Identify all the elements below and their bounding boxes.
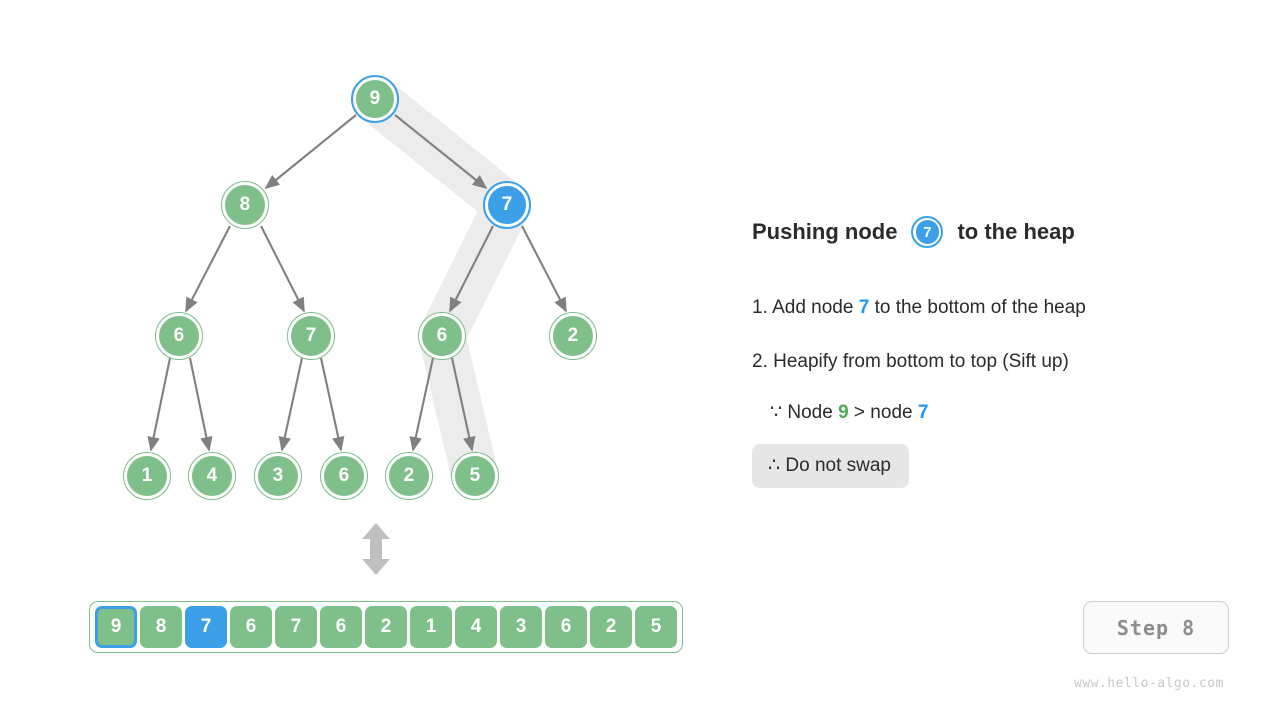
node-fill [291, 316, 331, 356]
array-cell[interactable]: 1 [410, 606, 452, 648]
tree-edge [521, 225, 567, 313]
step-indicator: Step 8 [1083, 601, 1229, 654]
tree-node-label: 8 [239, 194, 251, 215]
node-fill [159, 316, 199, 356]
tree-edge [185, 225, 231, 313]
tree-edge [409, 357, 435, 452]
therefore-symbol: ∴ [768, 455, 781, 476]
tree-edge [319, 357, 345, 452]
array-cell[interactable]: 6 [320, 606, 362, 648]
tree-node-label: 6 [173, 325, 185, 346]
tree-node-label: 9 [369, 88, 381, 109]
node-fill [553, 316, 593, 356]
tree-edge [450, 357, 476, 452]
tree-node-label: 6 [338, 465, 350, 486]
array-cell[interactable]: 7 [275, 606, 317, 648]
tree-node-label: 3 [272, 465, 284, 486]
tree-node[interactable]: 6 [418, 312, 466, 360]
badge-fill [915, 220, 940, 244]
node-fill [455, 456, 495, 496]
instruction-step-1: 1. Add node 7 to the bottom of the heap [752, 297, 1252, 319]
title-prefix: Pushing node [752, 219, 898, 244]
node-fill [488, 186, 526, 224]
site-watermark: www.hello-algo.com [1074, 676, 1224, 691]
reason-middle: > node [848, 402, 918, 423]
tree-node[interactable]: 6 [155, 312, 203, 360]
step1-prefix: 1. Add node [752, 297, 859, 318]
step1-value: 7 [858, 297, 870, 318]
tree-edge [394, 114, 488, 190]
binary-tree-panel: 9 8 7 6 7 6 2 1 [0, 0, 740, 600]
array-cell[interactable]: 4 [455, 606, 497, 648]
tree-edge [260, 225, 305, 313]
node-fill [356, 80, 394, 118]
tree-node-label: 4 [206, 465, 218, 486]
node-fill [422, 316, 462, 356]
conclusion-chip: ∴ Do not swap [752, 444, 909, 488]
node-fill [225, 185, 265, 225]
tree-edge [449, 225, 494, 313]
node-fill [127, 456, 167, 496]
badge-label: 7 [923, 223, 932, 241]
instruction-step-2: 2. Heapify from bottom to top (Sift up) [752, 351, 1069, 372]
tree-node-leaf[interactable]: 4 [188, 452, 236, 500]
node-badge: 7 [911, 216, 944, 248]
tree-edge [264, 114, 357, 190]
tree-node-label: 7 [501, 194, 513, 215]
tree-edge [188, 357, 213, 452]
tree-node-leaf[interactable]: 6 [320, 452, 368, 500]
tree-node-label: 7 [305, 325, 317, 346]
reason-statement: ∵ Node 9 > node 7 [770, 401, 1252, 424]
tree-node-leaf-new[interactable]: 5 [451, 452, 499, 500]
array-cell[interactable]: 3 [500, 606, 542, 648]
highlight-path [351, 75, 531, 500]
tree-node-label: 2 [403, 465, 415, 486]
tree-node-label: 5 [469, 465, 481, 486]
step1-suffix: to the bottom of the heap [869, 297, 1086, 318]
node-fill [324, 456, 364, 496]
tree-node-leaf[interactable]: 3 [254, 452, 302, 500]
tree-node-active[interactable]: 7 [483, 181, 531, 229]
tree-node-label: 1 [141, 465, 153, 486]
node-fill [258, 456, 298, 496]
explanation-panel: Pushing node 7 to the heap 1. Add node 7… [752, 60, 1252, 488]
tree-edge [278, 357, 304, 452]
heap-array: 9 8 7 6 7 6 2 1 4 3 6 2 5 [89, 601, 683, 653]
tree-node-leaf[interactable]: 1 [123, 452, 171, 500]
reason-value-b: 7 [917, 402, 929, 423]
tree-node-leaf[interactable]: 2 [385, 452, 433, 500]
tree-node[interactable]: 2 [549, 312, 597, 360]
reason-prefix: Node [782, 402, 839, 423]
array-cell[interactable]: 6 [545, 606, 587, 648]
double-arrow-vertical-icon [362, 523, 390, 575]
node-fill [192, 456, 232, 496]
array-cell[interactable]: 9 [95, 606, 137, 648]
because-symbol: ∵ [770, 402, 783, 423]
conclusion-text: Do not swap [780, 455, 891, 476]
array-cell[interactable]: 7 [185, 606, 227, 648]
tree-node-root[interactable]: 9 [351, 75, 399, 123]
title-suffix: to the heap [957, 219, 1075, 244]
array-cell[interactable]: 8 [140, 606, 182, 648]
tree-edges-layer [147, 75, 567, 500]
tree-edge [147, 357, 172, 452]
node-fill [389, 456, 429, 496]
tree-node-label: 6 [436, 325, 448, 346]
tree-edge-group [147, 114, 567, 452]
tree-node[interactable]: 7 [287, 312, 335, 360]
tree-node-label: 2 [567, 325, 579, 346]
page-title: Pushing node 7 to the heap [752, 212, 1252, 252]
array-cell[interactable]: 5 [635, 606, 677, 648]
reason-value-a: 9 [838, 402, 849, 423]
tree-node[interactable]: 8 [221, 181, 269, 229]
array-cell[interactable]: 2 [590, 606, 632, 648]
array-cell[interactable]: 2 [365, 606, 407, 648]
array-cell[interactable]: 6 [230, 606, 272, 648]
